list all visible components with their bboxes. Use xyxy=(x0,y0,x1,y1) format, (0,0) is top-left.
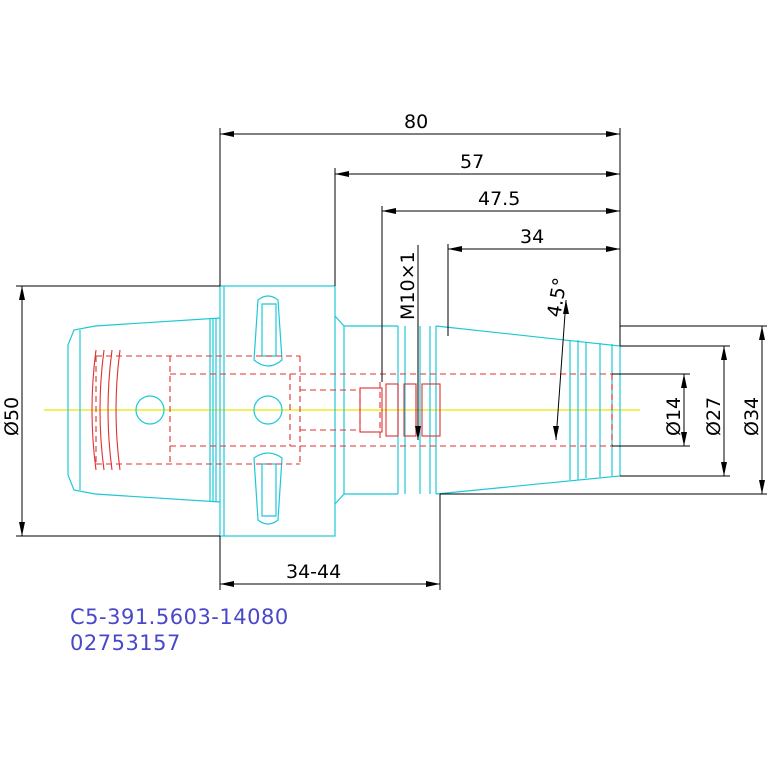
hidden-solids xyxy=(91,349,441,471)
dimensions xyxy=(16,128,767,590)
arrowheads xyxy=(19,131,765,587)
tool-outline xyxy=(67,285,621,537)
part-info: C5-391.5603-14080 02753157 xyxy=(70,604,289,656)
dim-length-57: 57 xyxy=(460,151,484,173)
dim-dia-27: Ø27 xyxy=(703,397,725,436)
dim-overall-length: 80 xyxy=(404,111,428,133)
dim-length-47-5: 47.5 xyxy=(478,188,520,210)
dim-length-34: 34 xyxy=(520,226,544,248)
part-number: 02753157 xyxy=(70,631,181,655)
part-code: C5-391.5603-14080 xyxy=(70,605,289,629)
dim-dia-34: Ø34 xyxy=(741,397,763,436)
dim-range-34-44: 34-44 xyxy=(286,561,341,583)
hidden-lines xyxy=(95,355,613,465)
dim-thread: M10×1 xyxy=(397,251,419,320)
dim-dia-50: Ø50 xyxy=(1,397,23,436)
dim-dia-14: Ø14 xyxy=(663,397,685,436)
